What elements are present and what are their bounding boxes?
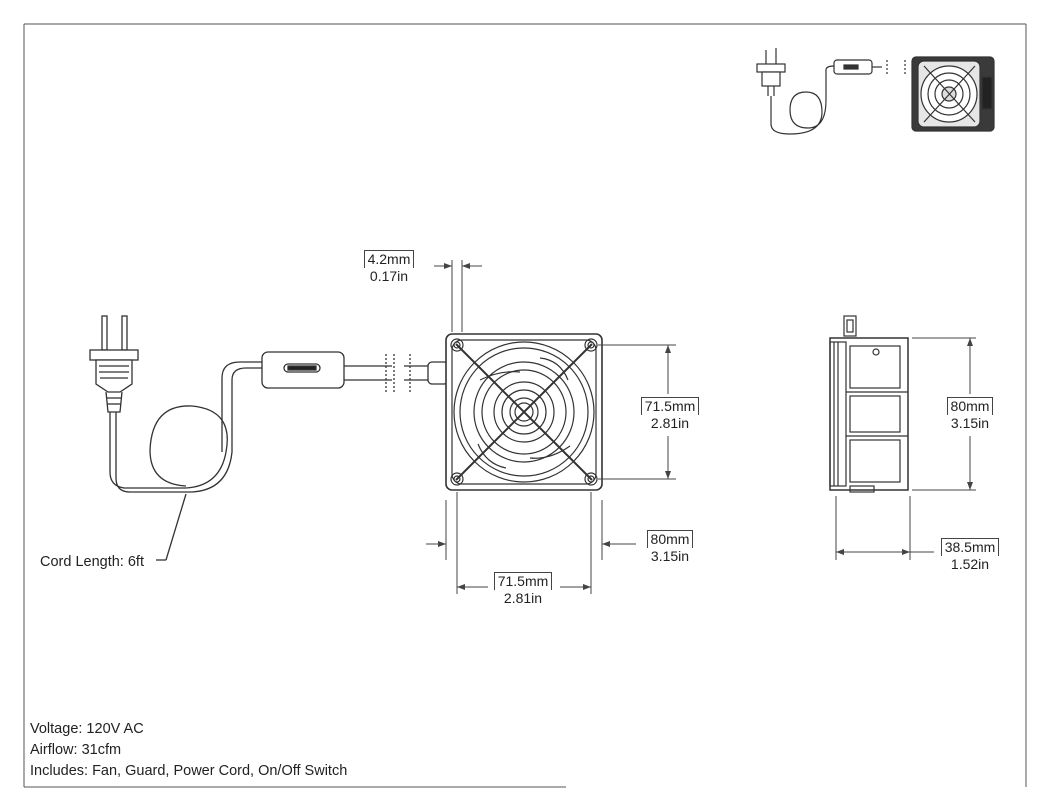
cord-length-label: Cord Length: 6ft xyxy=(40,554,144,570)
fan-front-view xyxy=(445,333,603,491)
fan-side-view xyxy=(829,315,909,493)
dim-depth-mm: 38.5mm xyxy=(940,538,1000,556)
drawing-frame xyxy=(23,23,1027,788)
spec-airflow: Airflow: 31cfm xyxy=(30,742,122,758)
dim-side-height-in: 3.15in xyxy=(950,415,990,431)
spec-list: Voltage: 120V AC Airflow: 31cfm Includes… xyxy=(30,719,347,782)
dim-hole-spacing-vertical-mm: 71.5mm xyxy=(640,397,700,415)
dim-fan-width: 80mm 3.15in xyxy=(640,530,700,565)
spec-voltage: Voltage: 120V AC xyxy=(30,721,144,737)
dim-fan-width-mm: 80mm xyxy=(646,530,694,548)
dim-hole-spacing-horizontal-in: 2.81in xyxy=(503,590,543,606)
dim-hole-offset: 4.2mm 0.17in xyxy=(360,250,418,285)
dim-side-height-mm: 80mm xyxy=(946,397,994,415)
dim-hole-spacing-vertical-in: 2.81in xyxy=(650,415,690,431)
spec-includes: Includes: Fan, Guard, Power Cord, On/Off… xyxy=(30,763,348,779)
power-cord-assembly xyxy=(89,315,449,561)
dim-hole-spacing-horizontal-mm: 71.5mm xyxy=(493,572,553,590)
dim-side-height: 80mm 3.15in xyxy=(940,397,1000,432)
dim-hole-spacing-vertical: 71.5mm 2.81in xyxy=(634,397,706,432)
dim-hole-spacing-horizontal: 71.5mm 2.81in xyxy=(487,572,559,607)
dim-hole-offset-mm: 4.2mm xyxy=(363,250,415,268)
thumbnail-isometric-view xyxy=(756,48,995,135)
dim-hole-offset-in: 0.17in xyxy=(369,268,409,284)
dim-depth-in: 1.52in xyxy=(950,556,990,572)
dim-fan-width-in: 3.15in xyxy=(650,548,690,564)
dimension-arrowheads xyxy=(438,263,973,590)
dim-depth: 38.5mm 1.52in xyxy=(934,538,1006,573)
